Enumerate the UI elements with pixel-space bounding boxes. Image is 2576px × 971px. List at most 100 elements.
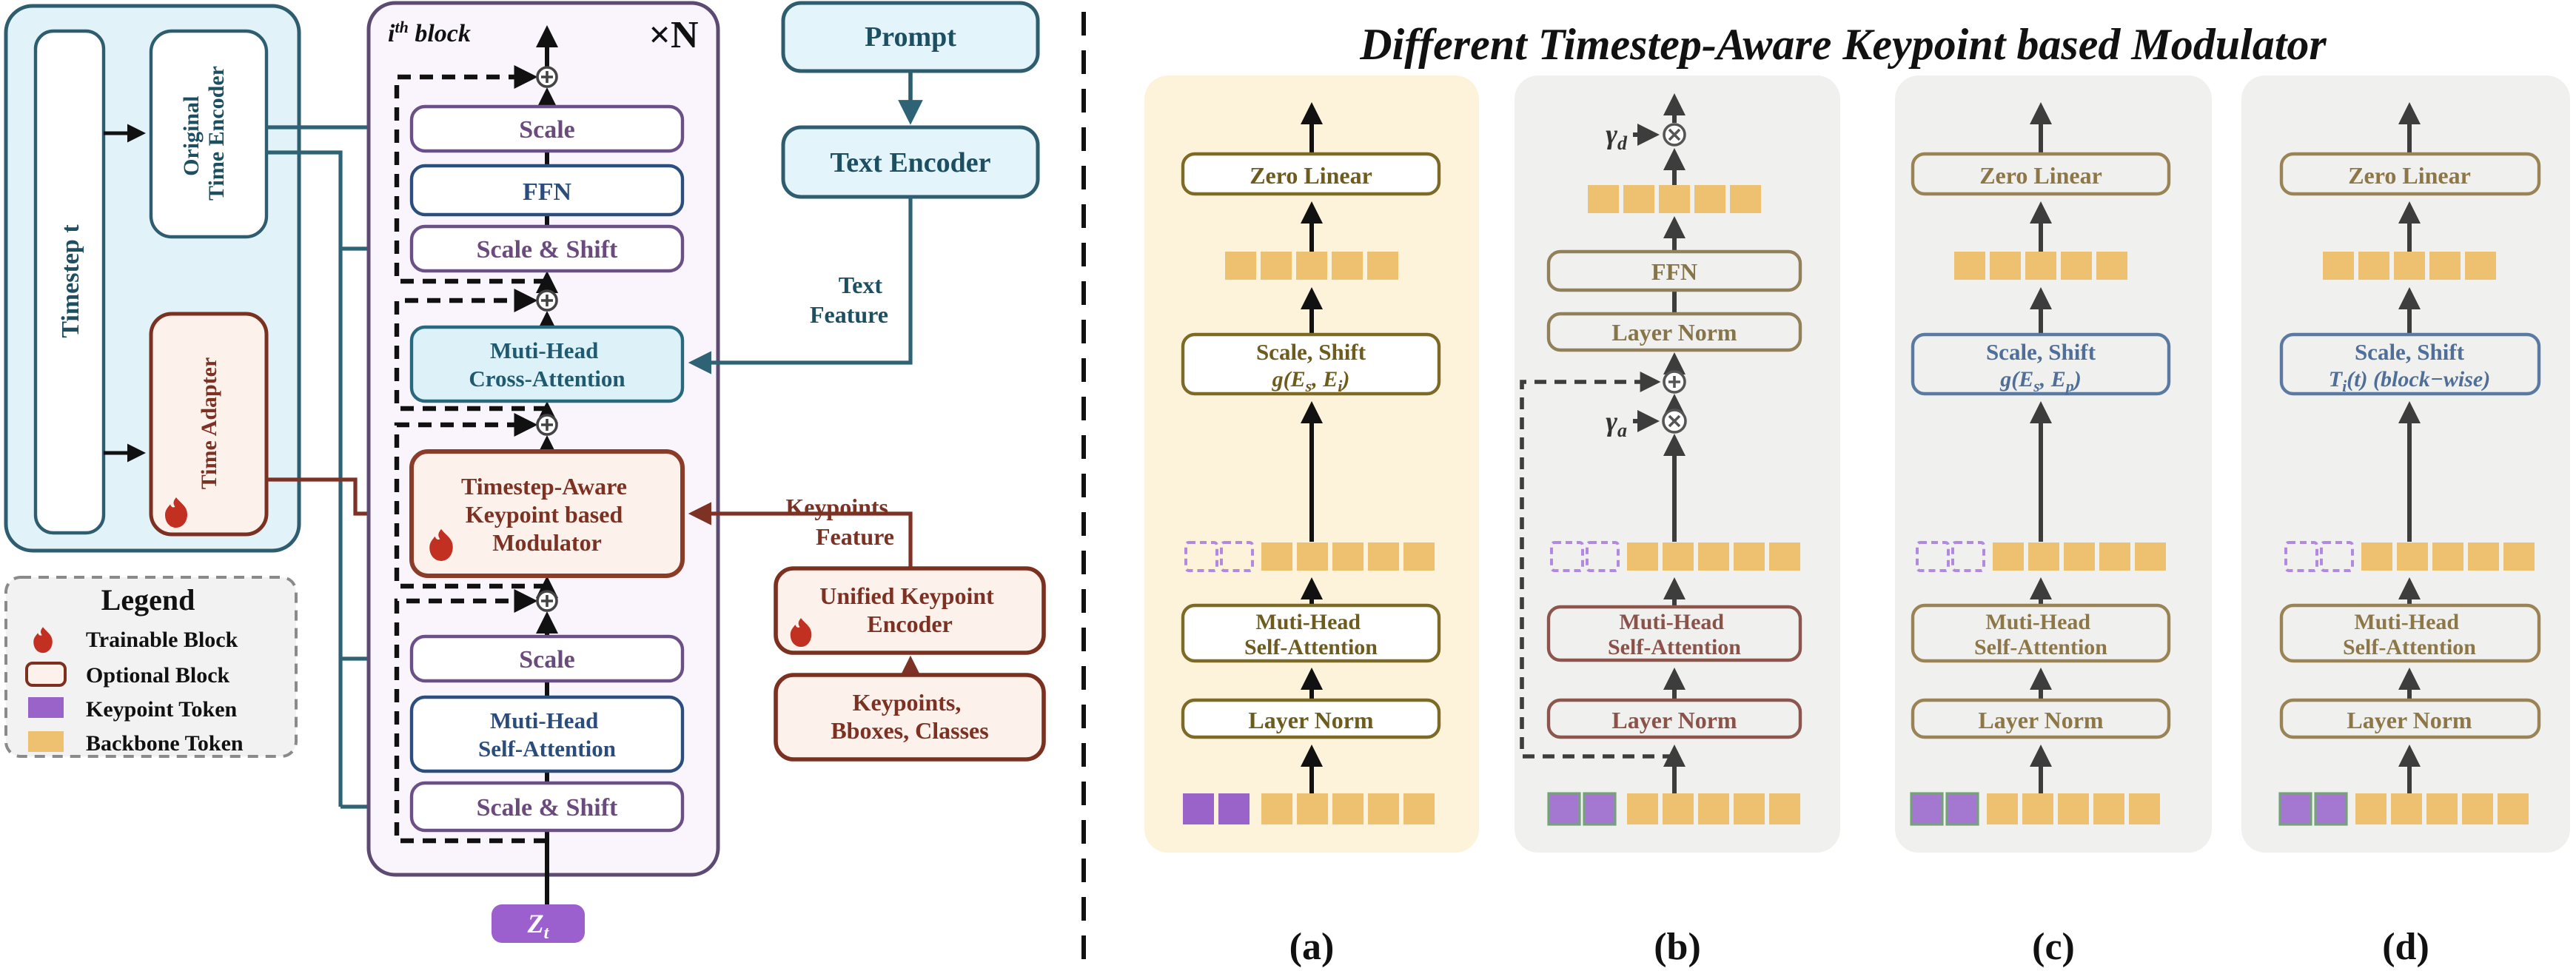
backbone-token-row <box>1588 185 1761 213</box>
timestep-arrows <box>104 124 146 463</box>
add-icon <box>536 66 558 88</box>
self-attention-box <box>1911 603 2171 663</box>
modulator-box <box>409 449 685 578</box>
add-icon <box>536 590 558 612</box>
self-attention-box <box>2279 603 2541 663</box>
scale-top-label: Scale <box>519 116 575 144</box>
residual-add-nodes <box>536 66 558 612</box>
timestep-box <box>33 29 106 535</box>
ffn-box <box>1546 249 1802 292</box>
backbone-token-swatch <box>28 731 64 752</box>
keypoint-token-placeholder <box>1951 541 1985 572</box>
scale-shift-top-box <box>409 224 685 273</box>
optional-block-swatch <box>25 662 67 687</box>
self-attention-box <box>1181 603 1441 663</box>
mixed-token-row <box>2284 541 2535 572</box>
zt-label: Zt <box>527 909 550 943</box>
keypoint-token <box>1910 792 1944 826</box>
mixed-token-row <box>1916 541 2166 572</box>
zero-linear-box <box>1181 152 1441 196</box>
backbone-token-row <box>2323 252 2496 280</box>
keypoint-token <box>1183 793 1214 824</box>
keypoint-token-placeholder <box>1916 541 1950 572</box>
keypoint-token-placeholder <box>2320 541 2354 572</box>
legend-item-optional: Optional Block <box>86 663 230 688</box>
legend-box <box>4 576 298 758</box>
keypoint-token-swatch <box>28 697 64 718</box>
self-attention-label: Muti-Head Self-Attention <box>478 708 616 762</box>
layer-norm-top-box <box>1546 312 1802 352</box>
backbone-token-row <box>1225 252 1398 280</box>
layer-norm-box <box>1181 698 1441 739</box>
legend-item-backbone: Backbone Token <box>86 731 244 756</box>
scale-bottom-box <box>409 634 685 683</box>
layer-norm-bottom-box <box>1546 698 1802 739</box>
panel-d: Zero Linear Scale, Shift Ti(t) (block−wi… <box>2241 75 2570 968</box>
scale-shift-fn: g(Es, Ei) <box>1272 367 1350 395</box>
scale-shift-fn: g(Es, Ep) <box>1999 367 2082 395</box>
self-attention-label: Muti-Head Self-Attention <box>1244 610 1378 659</box>
prompt-label: Prompt <box>865 21 956 53</box>
scale-shift-box <box>1911 332 2171 396</box>
residual-skip-lines <box>394 65 547 844</box>
layer-norm-bottom-label: Layer Norm <box>1611 707 1737 733</box>
time-adapter-label: Time Adapter <box>197 357 221 490</box>
layer-norm-box <box>2279 698 2541 739</box>
keypoints-bboxes-classes-label: Keypoints, Bboxes, Classes <box>831 689 988 744</box>
scale-shift-bottom-box <box>409 781 685 833</box>
zt-box <box>492 904 585 943</box>
keypoints-feature-line <box>688 502 913 568</box>
panel-a-label: (a) <box>1289 926 1335 968</box>
panel-b-label: (b) <box>1654 926 1701 968</box>
mixed-token-row <box>1550 541 1800 572</box>
keypoint-token <box>1583 792 1617 826</box>
right-title: Different Timestep-Aware Keypoint based … <box>1359 20 2327 69</box>
layer-norm-label: Layer Norm <box>1248 707 1373 733</box>
keypoint-token-placeholder <box>2284 541 2318 572</box>
keypoints-feature-label: Keypoints Feature <box>785 494 894 550</box>
unified-keypoint-encoder-label: Unified Keypoint Encoder <box>819 582 1000 637</box>
ffn-box <box>409 164 685 217</box>
scale-shift-box <box>1181 332 1441 396</box>
panel-b: γd FFN Layer Norm γa Muti-Head Self-Atte <box>1515 75 1840 968</box>
legend-title: Legend <box>101 583 195 616</box>
scale-shift-label: Scale, Shift <box>1256 339 1366 365</box>
gamma-a-label: γa <box>1606 406 1627 441</box>
panel-d-label: (d) <box>2382 926 2429 968</box>
original-time-encoder-box <box>149 29 269 239</box>
keypoint-token-placeholder <box>1220 541 1254 572</box>
backbone-token-row <box>1954 252 2127 280</box>
panel-b-residual-dashed <box>1520 372 1674 759</box>
original-time-encoder-label: Original Time Encoder <box>179 66 229 201</box>
keypoint-token <box>1945 792 1979 826</box>
scale-shift-bottom-label: Scale & Shift <box>477 794 618 822</box>
add-icon <box>536 414 558 436</box>
zero-linear-box <box>1911 152 2171 196</box>
keypoint-token <box>2278 792 2312 826</box>
legend-item-trainable: Trainable Block <box>86 628 238 652</box>
scale-shift-label: Scale, Shift <box>1986 339 2096 365</box>
layer-norm-box <box>1911 698 2171 739</box>
cross-attention-label: Muti-Head Cross-Attention <box>469 337 625 392</box>
ith-block-label: ith block <box>388 18 471 47</box>
timestep-label: Timestep t <box>57 224 84 338</box>
keypoint-token-placeholder <box>1550 541 1584 572</box>
text-feature-label: Text Feature <box>810 272 888 328</box>
input-token-row <box>1547 792 1800 826</box>
keypoint-token <box>2314 792 2348 826</box>
unified-keypoint-encoder-box <box>774 566 1046 655</box>
panel-c-label: (c) <box>2032 926 2075 968</box>
self-attention-box <box>409 695 685 773</box>
panel-b-arrows <box>1633 93 1686 793</box>
self-attention-label: Muti-Head Self-Attention <box>2343 610 2476 659</box>
legend-item-keypoint: Keypoint Token <box>86 697 238 722</box>
scale-shift-top-label: Scale & Shift <box>477 236 618 263</box>
ffn-label: FFN <box>1651 258 1697 285</box>
scale-shift-fn: Ti(t) (block−wise) <box>2329 367 2490 395</box>
add-icon <box>536 289 558 312</box>
keypoint-token-placeholder <box>1184 541 1218 572</box>
keypoint-token <box>1218 793 1250 824</box>
text-feature-line <box>688 197 913 374</box>
input-token-row <box>1910 792 2160 826</box>
